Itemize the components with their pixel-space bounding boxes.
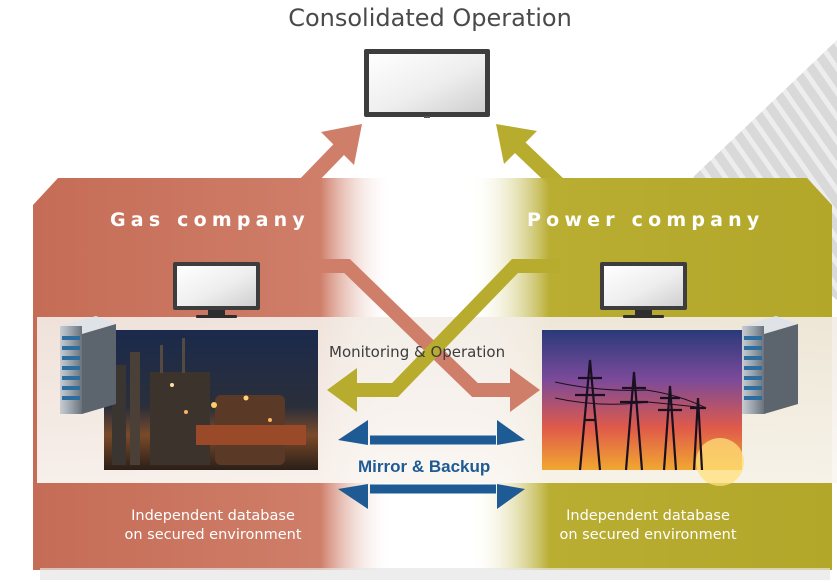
- gas-monitor-icon: [173, 262, 260, 318]
- consolidated-monitor-icon: [364, 49, 490, 118]
- gas-server-icon: [60, 316, 116, 414]
- power-database-line1: Independent database: [566, 508, 730, 524]
- power-company-label: Power company: [527, 209, 765, 231]
- gas-company-label: Gas company: [110, 209, 310, 231]
- gas-database-line2: on secured environment: [124, 527, 302, 543]
- gas-database-caption: Independent database on secured environm…: [93, 507, 333, 545]
- consolidated-operation-title: Consolidated Operation: [288, 4, 572, 32]
- power-monitor-icon: [600, 262, 687, 318]
- mirror-backup-arrow-bottom: [338, 484, 525, 509]
- power-lines-photo: [542, 330, 744, 486]
- monitoring-operation-label: Monitoring & Operation: [329, 343, 506, 361]
- gas-to-power-monitoring-arrow: [305, 259, 540, 412]
- mirror-backup-arrow-top: [338, 420, 525, 445]
- gas-plant-photo: [104, 330, 318, 470]
- mirror-backup-label: Mirror & Backup: [358, 457, 491, 476]
- power-server-icon: [742, 316, 798, 414]
- background-shadow: [40, 568, 830, 580]
- gas-database-line1: Independent database: [131, 508, 295, 524]
- power-database-caption: Independent database on secured environm…: [528, 507, 768, 545]
- power-to-gas-monitoring-arrow: [327, 259, 560, 412]
- power-database-line2: on secured environment: [559, 527, 737, 543]
